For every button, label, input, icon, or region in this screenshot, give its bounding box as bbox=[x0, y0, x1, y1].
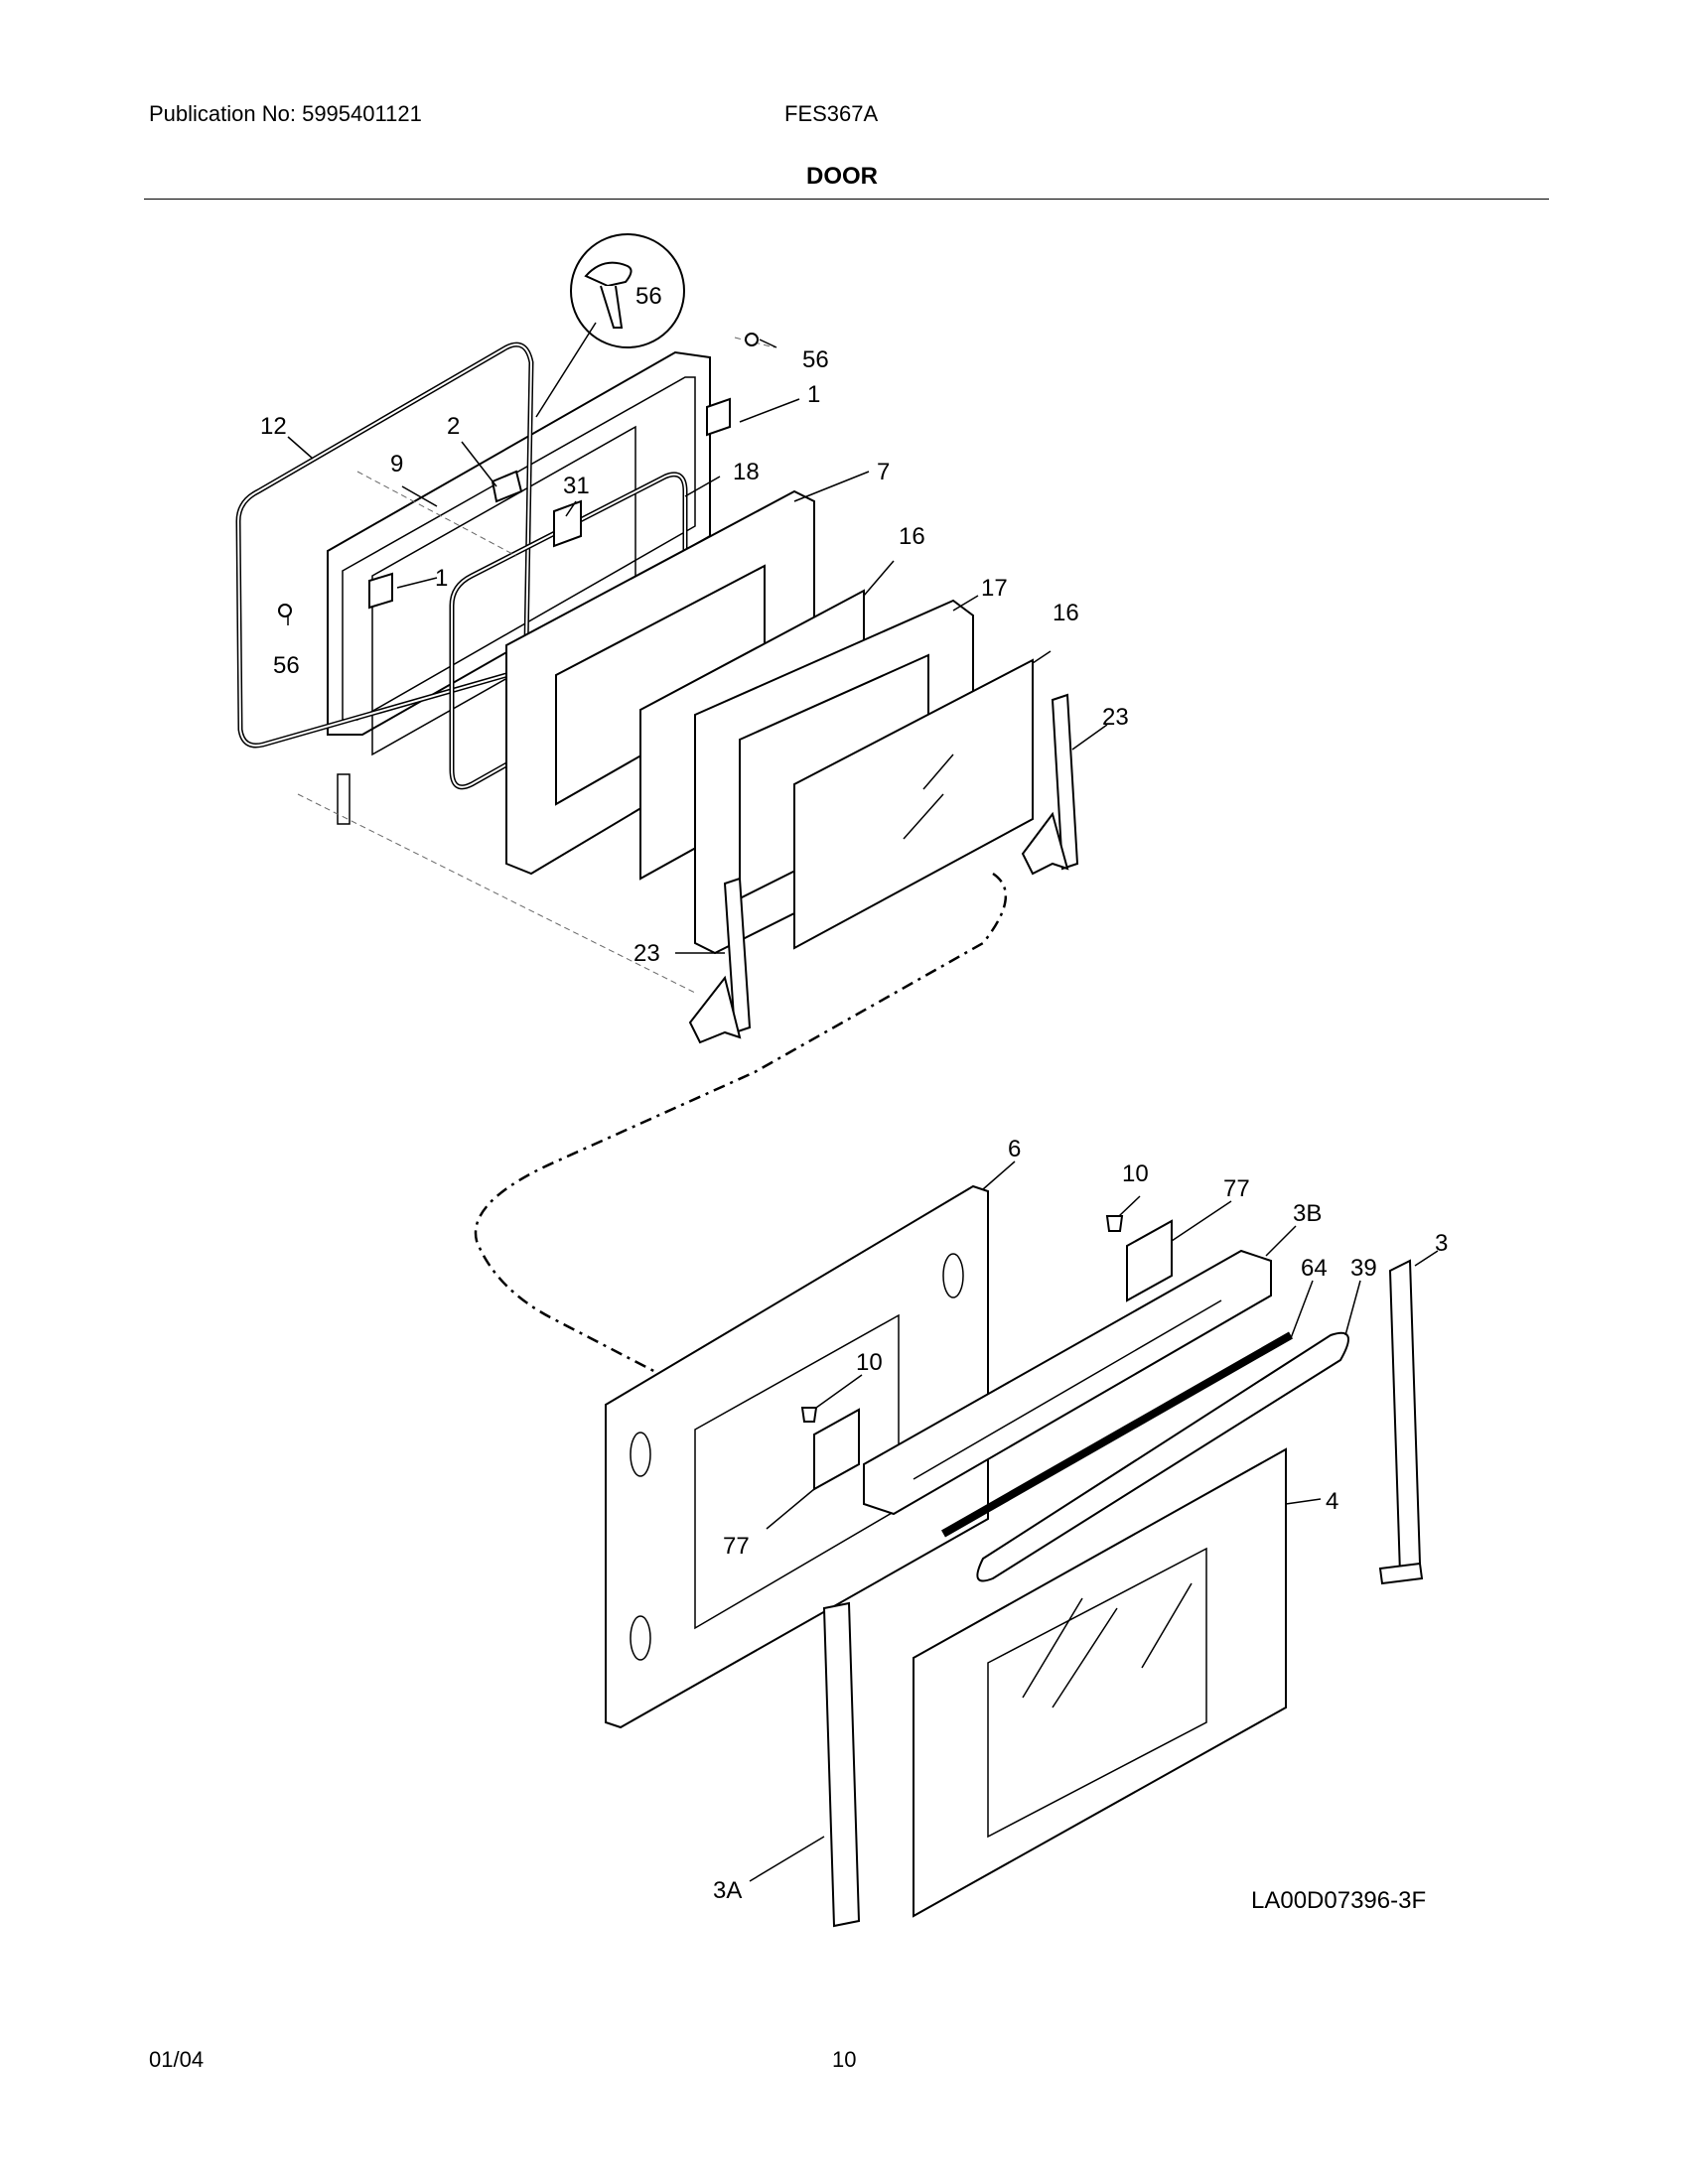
retainer-clip bbox=[491, 470, 523, 503]
callout-1-mid: 1 bbox=[435, 565, 448, 592]
callout-77-top: 77 bbox=[1223, 1175, 1250, 1202]
callout-64: 64 bbox=[1301, 1255, 1328, 1282]
side-trim-left bbox=[822, 1601, 861, 1928]
callout-56-top: 56 bbox=[802, 346, 829, 373]
callout-39: 39 bbox=[1350, 1255, 1377, 1282]
handle-gasket bbox=[941, 1331, 1293, 1538]
callout-77-bottom: 77 bbox=[723, 1533, 750, 1560]
callout-23-left: 23 bbox=[633, 940, 660, 967]
callout-9: 9 bbox=[390, 451, 403, 478]
callout-17: 17 bbox=[981, 575, 1008, 602]
callout-16-b: 16 bbox=[1053, 600, 1079, 626]
callout-16-a: 16 bbox=[899, 523, 925, 550]
drawing-code: LA00D07396-3F bbox=[1251, 1887, 1426, 1914]
door-handle bbox=[976, 1331, 1349, 1582]
callout-56-left: 56 bbox=[273, 652, 300, 679]
clip-1-left bbox=[368, 572, 393, 610]
callout-56-detail: 56 bbox=[635, 283, 662, 310]
page-title: DOOR bbox=[806, 163, 878, 190]
callout-18: 18 bbox=[733, 459, 760, 485]
assembly-connector-line bbox=[474, 872, 1008, 1461]
clip-1-right bbox=[706, 397, 731, 437]
door-hinge-right bbox=[1021, 693, 1079, 876]
callout-23-right: 23 bbox=[1102, 704, 1129, 731]
hinge-bracket-top bbox=[1126, 1219, 1173, 1302]
page-number: 10 bbox=[832, 2047, 857, 2072]
door-hinge-left bbox=[688, 877, 752, 1044]
hinge-bracket-bottom bbox=[813, 1408, 860, 1491]
door-glass-outer bbox=[793, 658, 1034, 950]
callout-1-top: 1 bbox=[807, 381, 820, 408]
model-number: FES367A bbox=[784, 101, 879, 126]
outer-door-glass bbox=[913, 1447, 1287, 1918]
callout-4: 4 bbox=[1326, 1488, 1338, 1515]
callout-10-mid: 10 bbox=[856, 1349, 883, 1376]
callout-3B: 3B bbox=[1293, 1200, 1322, 1227]
callout-31: 31 bbox=[563, 473, 590, 499]
callout-labels: 56 56 1 12 2 9 31 18 7 1 56 16 17 16 23 … bbox=[260, 283, 1448, 1914]
callout-3A: 3A bbox=[713, 1877, 742, 1904]
side-trim-right bbox=[1378, 1259, 1424, 1585]
callout-2: 2 bbox=[447, 413, 460, 440]
screw-detail-circle bbox=[535, 233, 685, 418]
callout-3: 3 bbox=[1435, 1230, 1448, 1257]
callout-12: 12 bbox=[260, 413, 287, 440]
header-divider bbox=[144, 199, 1549, 200]
footer-date: 01/04 bbox=[149, 2047, 205, 2072]
screw-10-top bbox=[1105, 1215, 1124, 1232]
vent-trim-top bbox=[863, 1249, 1272, 1516]
screw-56-top bbox=[745, 333, 759, 346]
publication-number: Publication No: 5995401121 bbox=[149, 101, 422, 126]
callout-leaders bbox=[287, 339, 1439, 1882]
callout-10-top: 10 bbox=[1122, 1160, 1149, 1187]
screw-10-mid bbox=[800, 1407, 818, 1423]
callout-6: 6 bbox=[1008, 1136, 1021, 1162]
screw-56-left bbox=[278, 604, 292, 617]
door-bracket bbox=[553, 499, 582, 548]
callout-7: 7 bbox=[877, 459, 890, 485]
